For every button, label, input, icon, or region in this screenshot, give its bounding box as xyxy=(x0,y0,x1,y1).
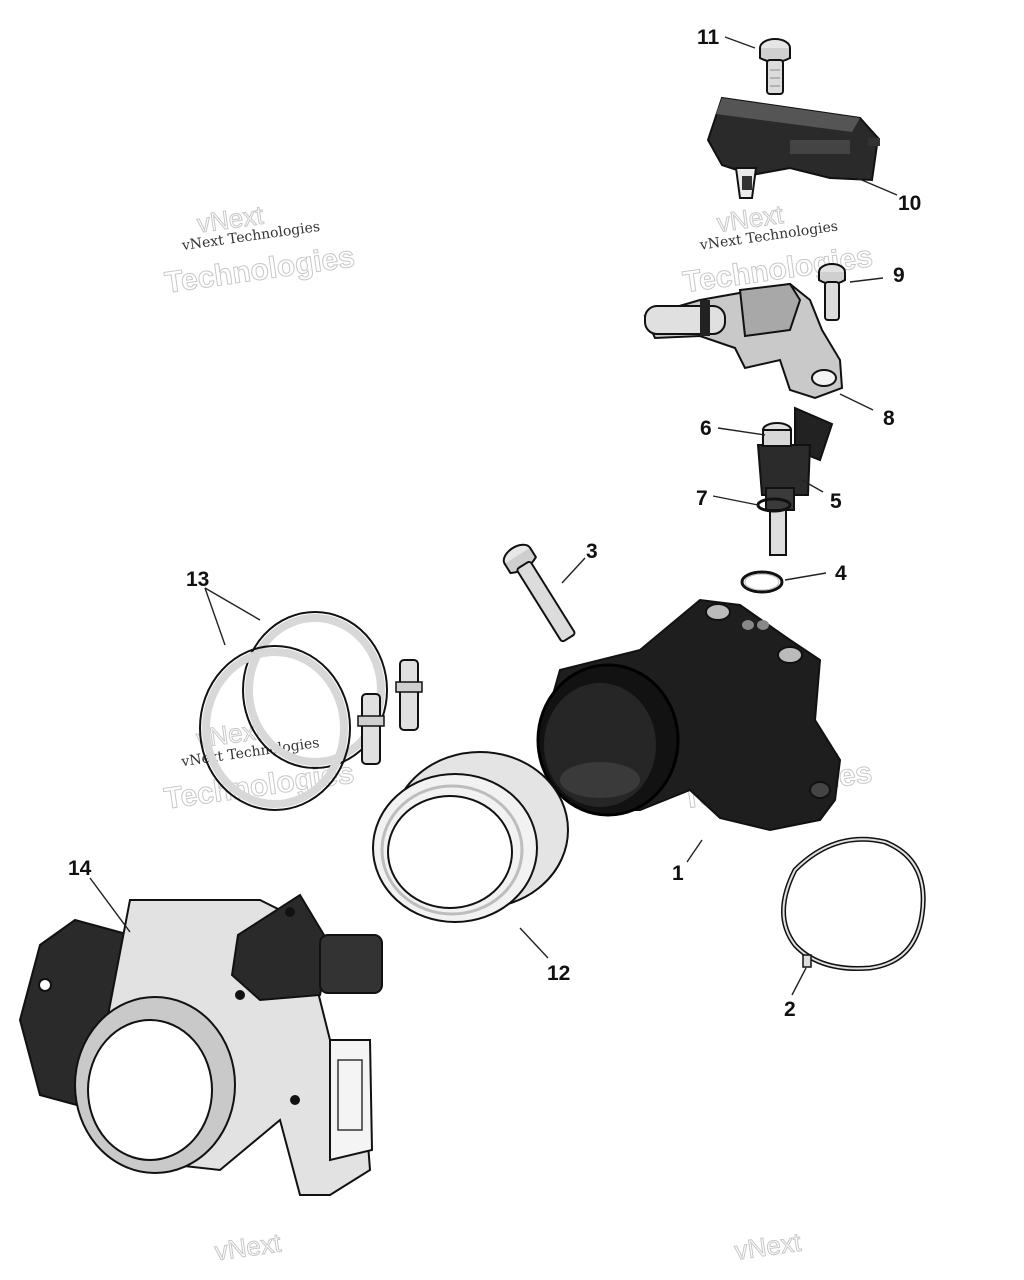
callout-13: 13 xyxy=(186,568,209,591)
watermark-6: vNext xyxy=(732,1226,804,1266)
part-12-sleeve xyxy=(372,751,569,923)
part-8-bracket xyxy=(643,282,844,400)
part-1-housing xyxy=(536,598,842,832)
part-3-bolt xyxy=(502,543,576,643)
part-13-clamps xyxy=(199,611,423,811)
callout-7: 7 xyxy=(696,487,708,510)
callout-6: 6 xyxy=(700,417,712,440)
callout-2: 2 xyxy=(784,998,796,1021)
watermark-2: vNext vNext Technologies Technologies xyxy=(680,198,875,299)
callout-12: 12 xyxy=(547,962,570,985)
callout-9: 9 xyxy=(893,264,905,287)
watermark-5: vNext xyxy=(212,1227,284,1267)
callout-10: 10 xyxy=(898,192,921,215)
watermark-line1: vNext xyxy=(213,1227,284,1266)
watermark-line1: vNext xyxy=(733,1227,804,1266)
callout-5: 5 xyxy=(830,490,842,513)
part-9-bolt xyxy=(818,263,846,321)
callout-3: 3 xyxy=(586,540,598,563)
leader-lines xyxy=(89,36,898,996)
part-14-throttle-body xyxy=(18,893,383,1196)
callout-8: 8 xyxy=(883,407,895,430)
callout-11: 11 xyxy=(697,26,720,49)
callout-1: 1 xyxy=(672,862,684,885)
part-4-oring xyxy=(740,570,784,594)
part-6-cap xyxy=(762,422,792,447)
callout-14: 14 xyxy=(68,857,92,880)
callout-4: 4 xyxy=(835,562,847,585)
part-11-bolt xyxy=(759,38,791,95)
callouts: 11 10 9 8 6 5 7 4 3 1 2 12 13 14 xyxy=(68,26,921,1021)
part-10-sensor xyxy=(706,96,880,199)
watermark-1: vNext vNext Technologies Technologies xyxy=(162,199,357,300)
part-2-gasket xyxy=(781,836,926,971)
